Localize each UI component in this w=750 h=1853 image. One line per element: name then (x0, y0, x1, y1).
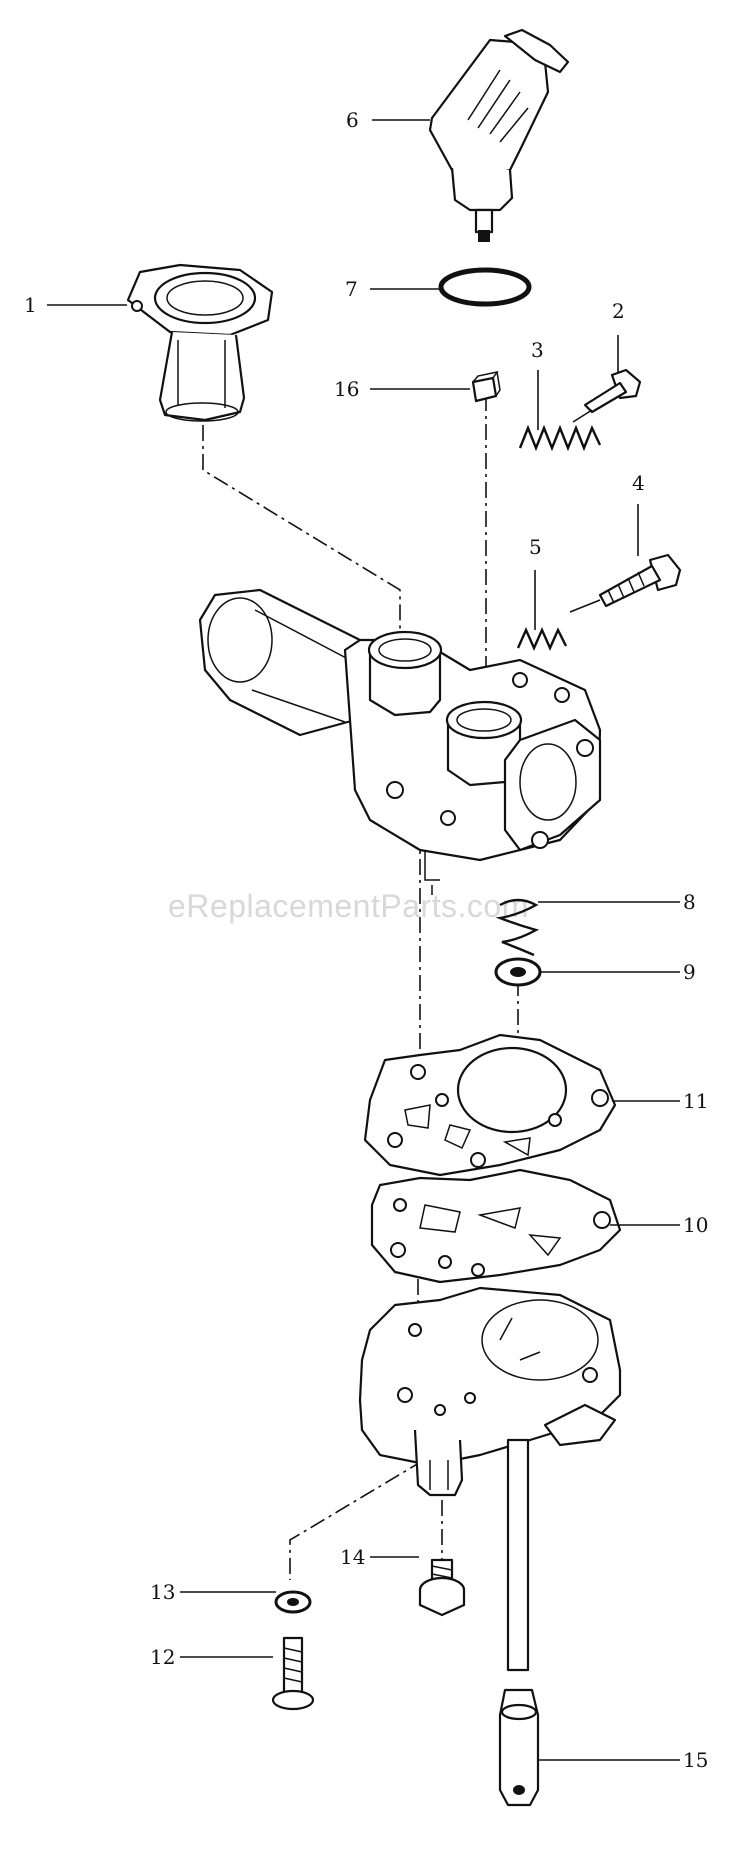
callout-16: 16 (334, 377, 359, 401)
callout-labels: 1 2 3 4 5 6 7 8 9 10 11 12 13 14 15 16 (24, 108, 708, 1772)
callout-8: 8 (683, 890, 696, 914)
part-14-screw (418, 1558, 466, 1617)
part-1-inlet-elbow (126, 263, 274, 422)
part-15-shaft-fitting (498, 1688, 540, 1807)
part-12-screw (271, 1636, 315, 1711)
part-6-pump-housing (428, 28, 570, 242)
callout-10: 10 (683, 1213, 708, 1237)
part-4-main-jet-screw (569, 553, 682, 613)
watermark: eReplacementParts.com (168, 888, 529, 924)
part-13-lock-washer (274, 1590, 312, 1614)
callout-12: 12 (150, 1645, 175, 1669)
leader-lines (47, 119, 680, 1761)
callout-5: 5 (529, 535, 542, 559)
callout-3: 3 (531, 338, 544, 362)
callout-14: 14 (340, 1545, 365, 1569)
guide-line-part-13 (289, 1459, 425, 1580)
callout-11: 11 (683, 1089, 708, 1113)
callout-1: 1 (24, 293, 37, 317)
part-2-idle-screw (572, 368, 642, 423)
part-8-spring (495, 898, 540, 957)
metering-plate (358, 1286, 622, 1672)
callout-9: 9 (683, 960, 696, 984)
part-3-spring (518, 424, 602, 452)
callout-2: 2 (612, 299, 625, 323)
part-7-o-ring (438, 267, 532, 307)
part-10-diaphragm (370, 1168, 622, 1284)
carburetor-body (198, 588, 602, 895)
callout-13: 13 (150, 1580, 175, 1604)
part-11-gasket (363, 1033, 617, 1177)
callout-4: 4 (632, 471, 645, 495)
part-5-spring (516, 627, 568, 651)
callout-15: 15 (683, 1748, 708, 1772)
callout-6: 6 (346, 108, 359, 132)
part-16-seat (471, 370, 501, 403)
part-9-check-valve (494, 957, 542, 987)
callout-7: 7 (345, 277, 358, 301)
